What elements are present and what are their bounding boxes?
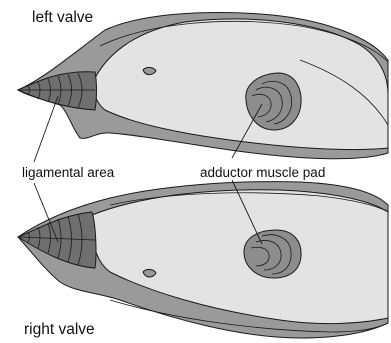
right-valve-adductor-muscle-scar <box>244 230 301 278</box>
left-valve-label: left valve <box>32 10 93 26</box>
ligament-leader-top <box>34 96 58 162</box>
right-valve-label: right valve <box>24 322 95 338</box>
adductor-muscle-pad-label: adductor muscle pad <box>200 166 325 180</box>
right-valve <box>18 182 388 338</box>
ligamental-area-label: ligamental area <box>22 166 114 180</box>
left-valve-notch <box>143 67 156 74</box>
left-valve <box>18 13 388 159</box>
